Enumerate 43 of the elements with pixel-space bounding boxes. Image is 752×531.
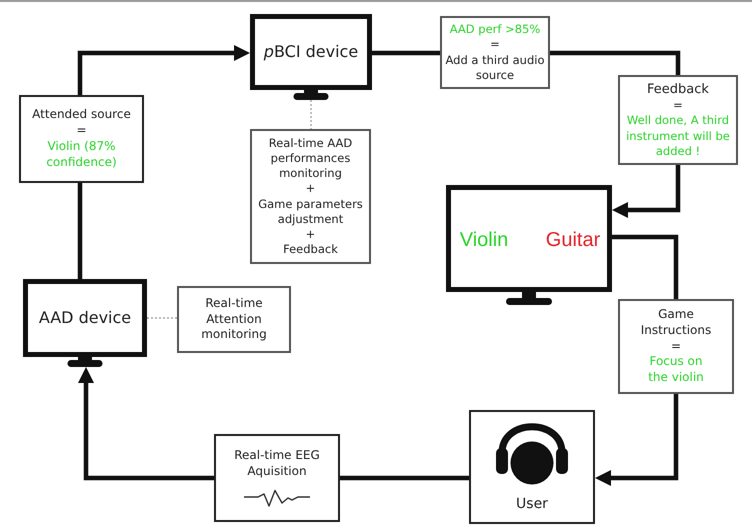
connector-line (372, 50, 440, 56)
instrument-label: Guitar (546, 228, 600, 253)
device-label: AAD device (38, 307, 132, 329)
arrow (595, 394, 678, 486)
feedback-box (618, 75, 738, 165)
process-text: Real-time EEG Aquisition (233, 448, 321, 480)
connector-line (340, 476, 469, 480)
condition-box (440, 16, 550, 89)
equals-sign: = (76, 123, 87, 139)
leader-line (310, 100, 312, 129)
note-text: Real-time Attention monitoring (200, 296, 268, 344)
connector-line (78, 183, 82, 279)
connector-line (612, 234, 678, 299)
user-box (469, 410, 595, 524)
plus-sign: + (306, 226, 316, 242)
note-box (177, 286, 291, 353)
note-text: Game parameters adjustment (257, 196, 364, 227)
arrow (78, 45, 250, 95)
arrow (612, 165, 680, 218)
leader-line (147, 317, 177, 319)
device-label: pBCI device (264, 41, 358, 63)
instruction-box (618, 299, 734, 394)
note-text: Real-time AAD performances monitoring (268, 136, 354, 182)
result-box (19, 95, 144, 183)
arrow (78, 367, 214, 480)
heading-text: Feedback (647, 81, 709, 98)
note-text: Feedback (283, 242, 338, 258)
equals-sign: = (670, 338, 682, 354)
action-text: Add a third audio source (445, 52, 545, 83)
process-box (214, 434, 340, 522)
instrument-label: Violin (460, 228, 508, 253)
plus-sign: + (306, 181, 316, 196)
user-label: User (516, 494, 548, 514)
connector-line (550, 50, 680, 75)
heading-text: Game Instructions (640, 306, 712, 339)
note-box (250, 129, 371, 264)
equals-sign: = (490, 37, 500, 52)
equals-sign: = (673, 98, 683, 114)
condition-text: AAD perf >85% (450, 22, 540, 38)
heading-text: Attended source (32, 107, 131, 124)
result-text: Violin (87% confidence) (45, 139, 118, 171)
message-text: Well done, A third instrument will be added ! (625, 113, 731, 159)
instruction-text: Focus on the violin (647, 354, 705, 386)
